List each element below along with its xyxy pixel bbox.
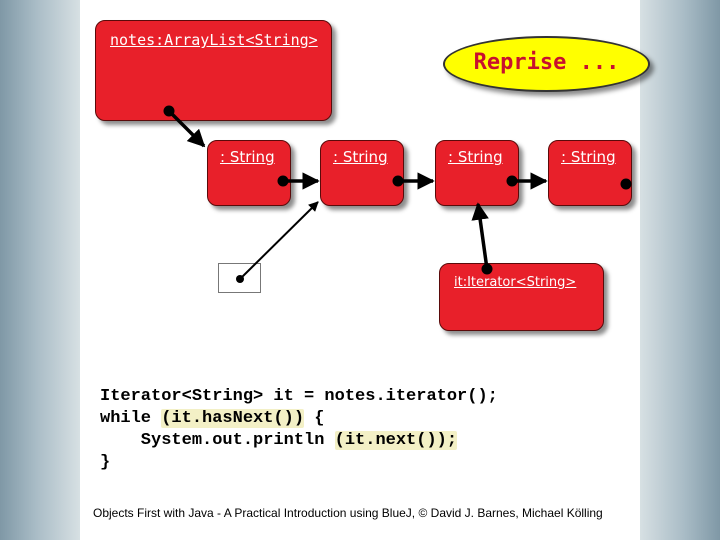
notes-object-label: notes:ArrayList<String> [110,31,318,49]
string-object-label: : String [220,148,275,166]
string-object-label: : String [561,148,616,166]
string-object-3: : String [435,140,519,206]
string-object-label: : String [448,148,503,166]
string-object-4: : String [548,140,632,206]
code-line-2: while (it.hasNext()) { [100,408,498,430]
reprise-callout: Reprise ... [443,36,650,92]
code-println-call: System.out.println [100,431,335,450]
string-object-2: : String [320,140,404,206]
iterator-object-label: it:Iterator<String> [454,275,577,290]
string-object-label: : String [333,148,388,166]
arrow-notes-to-first [163,105,206,148]
arrow-iterator-to-element [471,202,493,275]
notes-arraylist-object: notes:ArrayList<String> [95,20,332,121]
arrow-third-to-fourth [506,172,548,190]
code-open-brace: { [304,409,325,428]
background-left-edge [0,0,80,540]
code-line-3: System.out.println (it.next()); [100,430,498,452]
code-snippet: Iterator<String> it = notes.iterator(); w… [100,386,498,474]
iterator-object: it:Iterator<String> [439,263,604,331]
code-line-4: } [100,453,111,472]
arrow-variable-to-iterator [236,201,319,283]
code-next-highlight: (it.next()); [334,431,458,450]
footer-credit: Objects First with Java - A Practical In… [93,506,603,520]
arrow-first-to-second [277,172,320,190]
string-object-1: : String [207,140,291,206]
code-has-next-highlight: (it.hasNext()) [161,409,305,428]
null-reference-end [620,178,632,190]
arrow-second-to-third [392,172,435,190]
reprise-callout-text: Reprise ... [473,50,620,75]
code-line-1: Iterator<String> it = notes.iterator(); [100,387,498,406]
code-while-keyword: while [100,409,162,428]
